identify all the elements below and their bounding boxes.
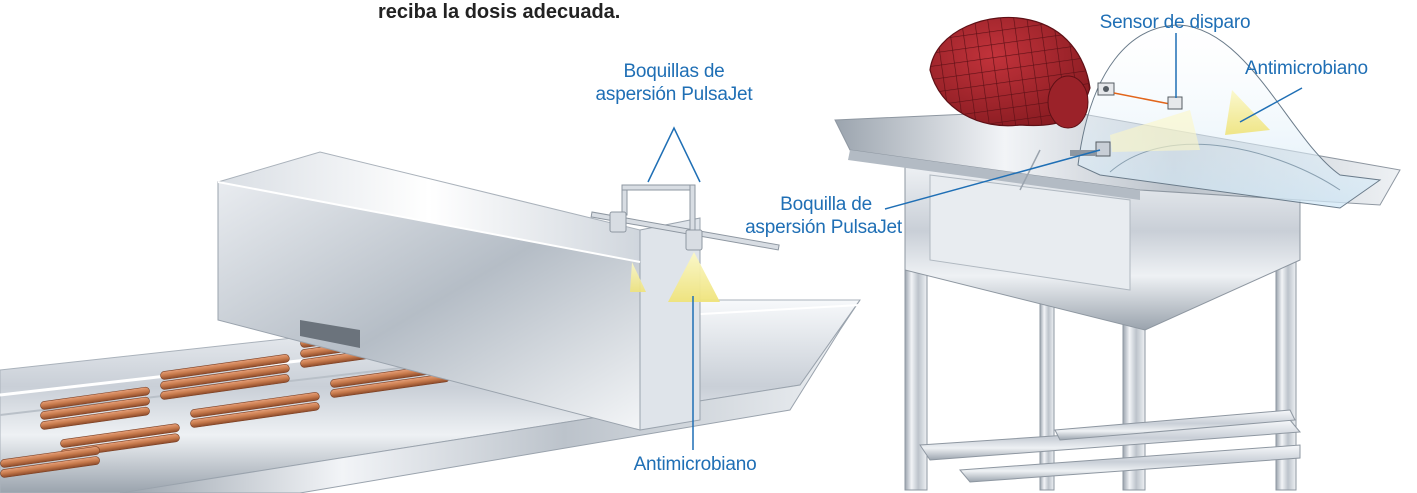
label-nozzle-line2: aspersión PulsaJet: [745, 217, 902, 238]
spray-cone: [668, 252, 720, 302]
conveyor-illustration: [0, 126, 861, 493]
ham-product: [929, 16, 1091, 129]
label-trigger-sensor: Sensor de disparo: [1099, 12, 1251, 33]
label-nozzles: Boquillas de aspersión PulsaJet: [594, 60, 754, 106]
intro-text: reciba la dosis adecuada.: [378, 1, 621, 23]
spray-tunnel: [217, 151, 701, 431]
table-illustration: [834, 16, 1401, 491]
label-nozzles-line1: Boquillas de: [623, 61, 725, 82]
label-antimicrobial-left: Antimicrobiano: [633, 454, 757, 475]
nozzle-icon: [1095, 141, 1111, 157]
label-antimicrobial-right: Antimicrobiano: [1245, 58, 1368, 79]
nozzle-manifold: [590, 184, 780, 251]
label-nozzle-line1: Boquilla de: [780, 194, 872, 215]
label-nozzle: Boquilla de aspersión PulsaJet: [740, 193, 902, 239]
spray-cone: [1225, 90, 1270, 135]
spray-cone: [630, 262, 646, 292]
label-nozzles-line2: aspersión PulsaJet: [595, 84, 753, 105]
